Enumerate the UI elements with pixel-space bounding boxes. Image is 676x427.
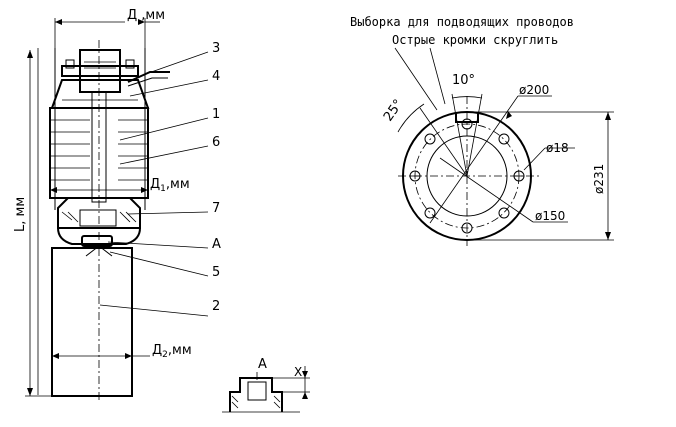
flange-view: Выборка для подводящих проводов Острые к… xyxy=(350,15,614,246)
outlet-pipe xyxy=(79,49,121,93)
dim-l-label: L, мм xyxy=(13,197,28,232)
note-round-edges: Острые кромки скруглить xyxy=(392,33,558,47)
pump-dimension-labels: Д ,мм Д1,мм Д2,мм L, мм 3 4 1 6 7 A 5 2 xyxy=(13,8,221,360)
bolt-hole xyxy=(498,133,510,145)
bolt-hole xyxy=(498,207,510,219)
top-flange xyxy=(61,65,139,77)
d231-label: ø231 xyxy=(592,164,606,194)
bolt-hole xyxy=(461,222,473,234)
note-cable-slot: Выборка для подводящих проводов xyxy=(350,15,574,29)
pump-assembly xyxy=(25,18,209,400)
callout-6: 6 xyxy=(212,135,220,150)
callout-7: 7 xyxy=(212,201,220,216)
callout-2: 2 xyxy=(212,299,220,314)
angle-25-label: 25° xyxy=(381,97,407,124)
d150-label: ø150 xyxy=(535,209,565,223)
detail-x-label: Х xyxy=(294,365,302,379)
callout-3: 3 xyxy=(212,41,220,56)
motor-body xyxy=(51,247,133,397)
detail-a-label: A xyxy=(258,357,267,372)
detail-a: A Х xyxy=(222,357,310,413)
angle-10-label: 10° xyxy=(452,73,475,88)
bolt-hole xyxy=(424,207,436,219)
bolt-hole xyxy=(461,118,473,130)
dim-d2-label: Д2,мм xyxy=(152,343,192,360)
cable xyxy=(127,71,170,83)
callout-5: 5 xyxy=(212,265,220,280)
d200-label: ø200 xyxy=(519,83,549,97)
bolt-hole xyxy=(424,133,436,145)
motor-cap xyxy=(57,227,141,245)
bolt-holes xyxy=(409,118,525,234)
callout-a: A xyxy=(212,237,221,252)
dim-d-label: Д ,мм xyxy=(127,8,165,23)
callout-1: 1 xyxy=(212,107,220,122)
d18-label: ø18 xyxy=(546,141,569,155)
callout-4: 4 xyxy=(212,69,220,84)
dim-d1-label: Д1,мм xyxy=(150,177,190,194)
